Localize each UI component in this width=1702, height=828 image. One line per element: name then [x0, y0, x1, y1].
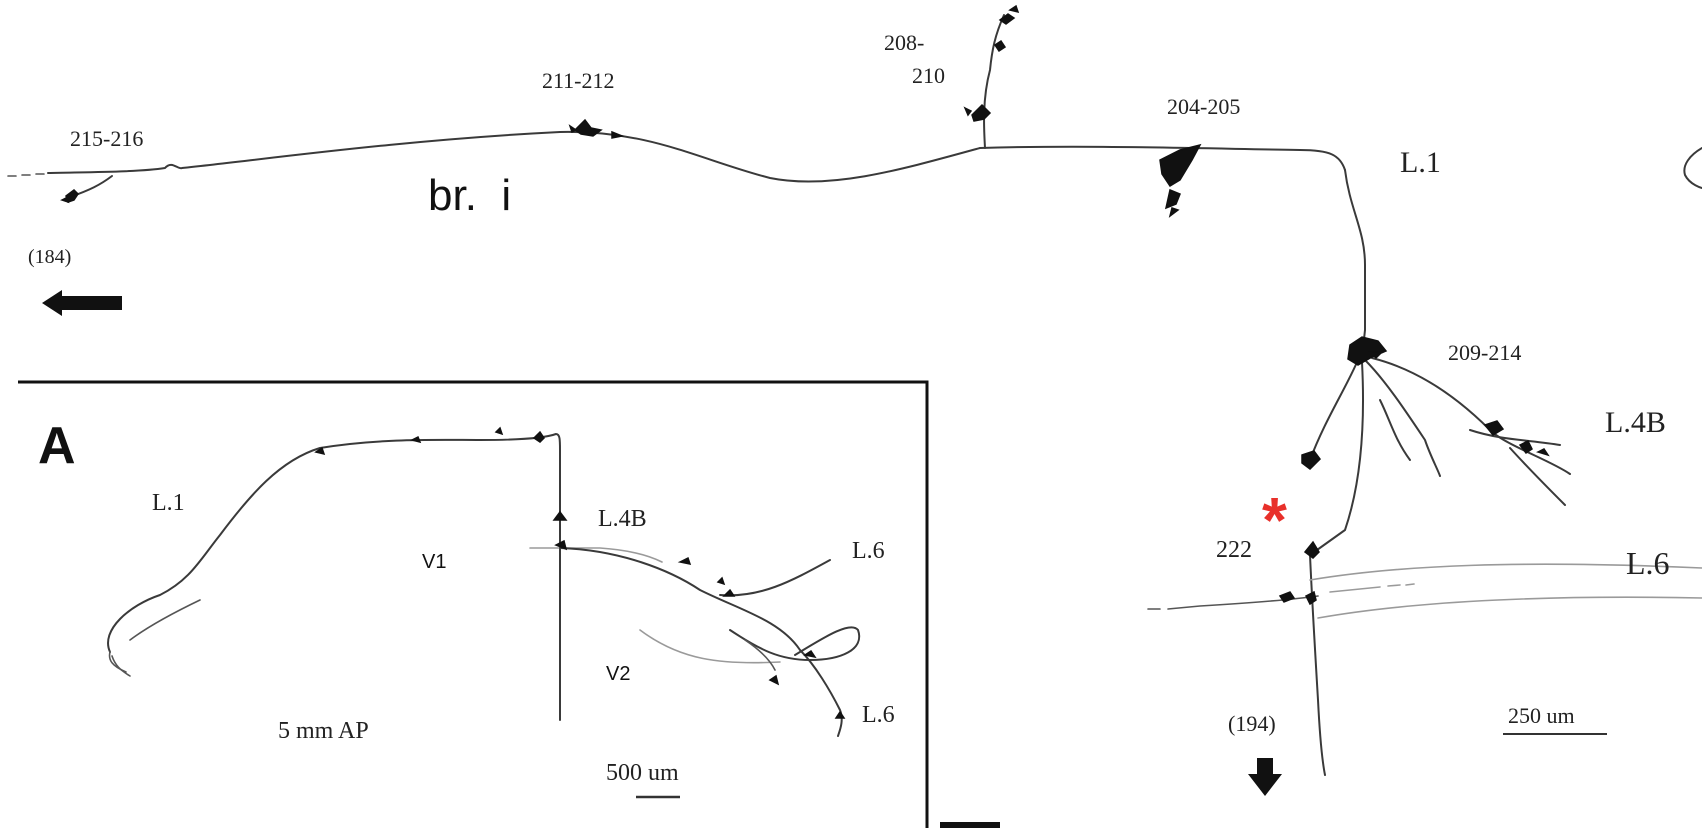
inset-label-l4b: L.4B — [598, 506, 647, 532]
origin-label-left: (184) — [28, 246, 71, 268]
section-label-209-214: 209-214 — [1448, 340, 1521, 365]
inset-boutons — [316, 428, 844, 718]
axon-branch-208 — [984, 15, 1004, 148]
axon-l6-fiber-lower — [1318, 597, 1702, 618]
axon-branch-right-4b-c — [1470, 430, 1560, 445]
axon-l6-dashed — [1330, 584, 1414, 592]
scale-bar-main-label: 250 um — [1508, 703, 1575, 728]
inset-label-v2: V2 — [606, 663, 630, 685]
section-label-208-210-b: 210 — [912, 63, 945, 88]
layer-label-l1: L.1 — [1400, 146, 1441, 179]
inset-axon-lower-left — [110, 600, 200, 672]
inset-label-l1: L.1 — [152, 490, 185, 516]
section-label-222: 222 — [1216, 537, 1252, 563]
bouton-cluster-204 — [1160, 145, 1200, 216]
bouton-cluster-222 — [1305, 542, 1319, 558]
inset-axon-v2-short — [745, 640, 775, 670]
inset-scale-bar-label: 500 um — [606, 760, 679, 786]
inset-frame — [18, 382, 927, 828]
inset-label-l6-upper: L.6 — [852, 538, 885, 564]
bouton-cluster-208-lower — [965, 105, 990, 121]
arrow-down-icon — [1248, 758, 1282, 796]
axon-descending-trunk — [1345, 170, 1365, 360]
layer-label-l6: L.6 — [1626, 545, 1670, 581]
asterisk-marker: * — [1262, 484, 1287, 556]
arrow-left-icon — [42, 290, 122, 316]
bouton-cluster-211 — [570, 120, 622, 138]
main-axon-tree — [8, 15, 1702, 775]
branch-label: br. i — [428, 171, 511, 220]
bouton-cluster-right-4b — [1485, 421, 1548, 455]
bouton-cluster-215 — [62, 190, 78, 202]
axon-branch-right-4b-b — [1372, 358, 1570, 474]
right-edge-fiber — [1684, 148, 1702, 188]
axon-dashed-start — [8, 174, 44, 176]
bouton-cluster-left-4b — [1302, 451, 1320, 469]
inset-axon-main — [108, 434, 560, 720]
bouton-clusters — [62, 6, 1548, 604]
inset-label-l6-lower: L.6 — [862, 702, 895, 728]
section-label-204-205: 204-205 — [1167, 94, 1240, 119]
inset-panel-a: A L.1 L.4B L.6 L.6 V1 V2 5 mm AP 500 um — [18, 382, 927, 828]
inset-label-ap: 5 mm AP — [278, 718, 369, 744]
inset-fiber-band — [530, 548, 662, 562]
axon-branch-left-4b — [1310, 360, 1358, 460]
origin-label-down: (194) — [1228, 711, 1276, 736]
inset-axon-l6-upper — [720, 560, 830, 595]
layer-label-l4b: L.4B — [1605, 406, 1666, 439]
panel-letter-a: A — [38, 417, 76, 475]
axon-branch-i — [48, 132, 1345, 182]
axon-lower-descent — [1310, 555, 1325, 775]
axon-branch-right-4b-a — [1365, 360, 1440, 476]
section-label-211-212: 211-212 — [542, 68, 615, 93]
inset-label-v1: V1 — [422, 551, 446, 573]
bottom-edge-mark — [940, 822, 1000, 828]
section-label-208-210-a: 208- — [884, 30, 924, 55]
axon-branch-right-4b-e — [1380, 400, 1410, 460]
section-label-215-216: 215-216 — [70, 126, 143, 151]
